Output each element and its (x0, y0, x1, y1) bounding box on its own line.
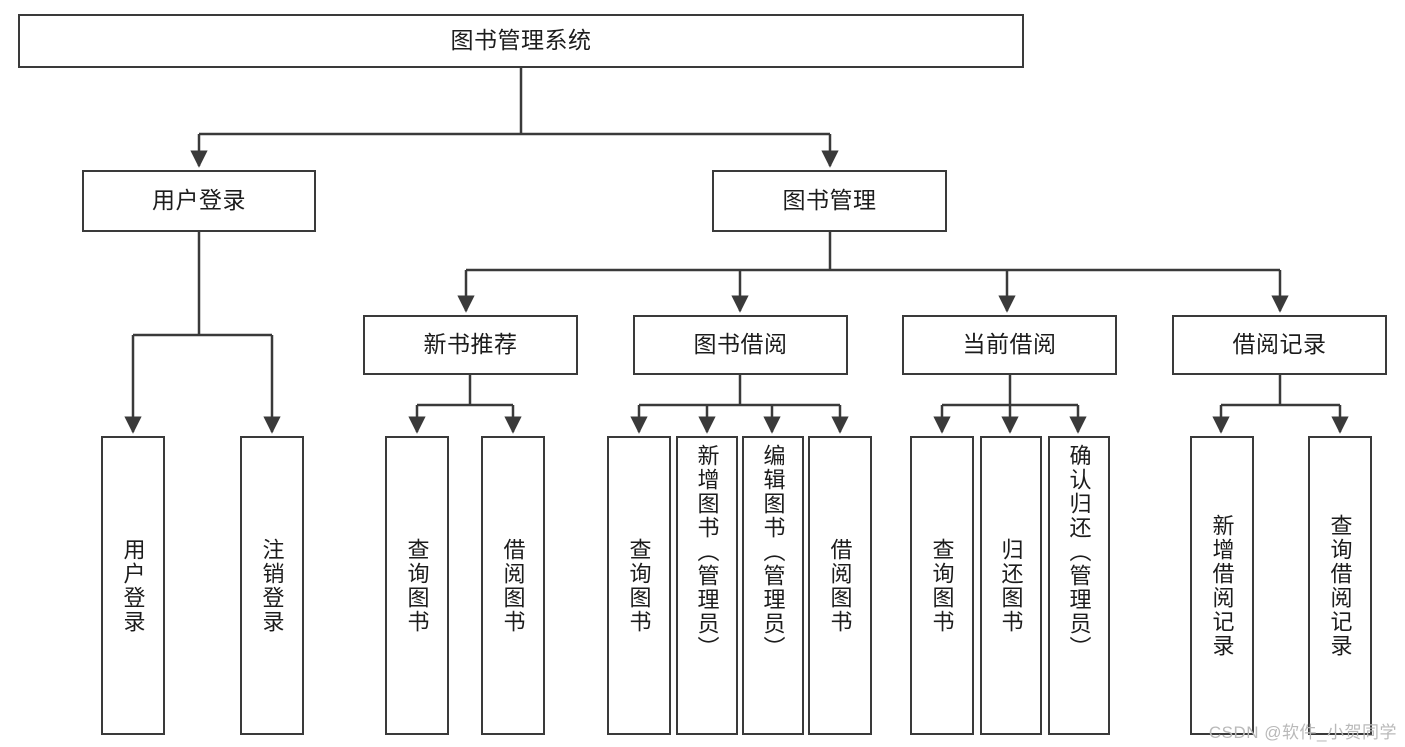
node-label: 图书管理 (782, 187, 877, 214)
leaf-edit-book-admin[interactable]: 编辑图书（管理员） (742, 436, 804, 735)
node-label: 图书借阅 (693, 331, 788, 358)
node-new-book-recommend[interactable]: 新书推荐 (363, 315, 578, 375)
node-label: 当前借阅 (962, 331, 1057, 358)
leaf-return-book[interactable]: 归还图书 (980, 436, 1042, 735)
node-label: 图书管理系统 (450, 27, 592, 54)
node-label: 借阅图书 (827, 537, 853, 634)
node-borrow-record[interactable]: 借阅记录 (1172, 315, 1387, 375)
leaf-user-login[interactable]: 用户登录 (101, 436, 165, 735)
node-label: 用户登录 (120, 537, 146, 634)
node-label: 新增图书（管理员） (694, 444, 720, 660)
node-root-book-management-system[interactable]: 图书管理系统 (18, 14, 1024, 68)
node-label: 注销登录 (259, 537, 285, 634)
leaf-add-borrow-record[interactable]: 新增借阅记录 (1190, 436, 1254, 735)
node-label: 查询图书 (626, 537, 652, 634)
node-label: 查询图书 (929, 537, 955, 634)
leaf-confirm-return-admin[interactable]: 确认归还（管理员） (1048, 436, 1110, 735)
node-book-borrow[interactable]: 图书借阅 (633, 315, 848, 375)
leaf-add-book-admin[interactable]: 新增图书（管理员） (676, 436, 738, 735)
node-label: 用户登录 (152, 187, 246, 214)
leaf-query-book-borrow[interactable]: 查询图书 (607, 436, 671, 735)
node-label: 新增借阅记录 (1209, 513, 1235, 658)
node-user-login[interactable]: 用户登录 (82, 170, 316, 232)
node-label: 借阅图书 (500, 537, 526, 634)
leaf-borrow-book-recommend[interactable]: 借阅图书 (481, 436, 545, 735)
leaf-query-borrow-record[interactable]: 查询借阅记录 (1308, 436, 1372, 735)
node-label: 确认归还（管理员） (1066, 444, 1092, 660)
watermark: CSDN @软件_小贺同学 (1208, 723, 1397, 742)
leaf-logout[interactable]: 注销登录 (240, 436, 304, 735)
node-label: 借阅记录 (1232, 331, 1327, 358)
leaf-query-book-recommend[interactable]: 查询图书 (385, 436, 449, 735)
node-label: 查询借阅记录 (1327, 513, 1353, 658)
leaf-borrow-book[interactable]: 借阅图书 (808, 436, 872, 735)
node-current-borrow[interactable]: 当前借阅 (902, 315, 1117, 375)
node-label: 编辑图书（管理员） (760, 444, 786, 660)
node-label: 归还图书 (998, 537, 1024, 634)
node-label: 新书推荐 (423, 331, 518, 358)
node-book-management[interactable]: 图书管理 (712, 170, 947, 232)
node-label: 查询图书 (404, 537, 430, 634)
leaf-query-book-current[interactable]: 查询图书 (910, 436, 974, 735)
